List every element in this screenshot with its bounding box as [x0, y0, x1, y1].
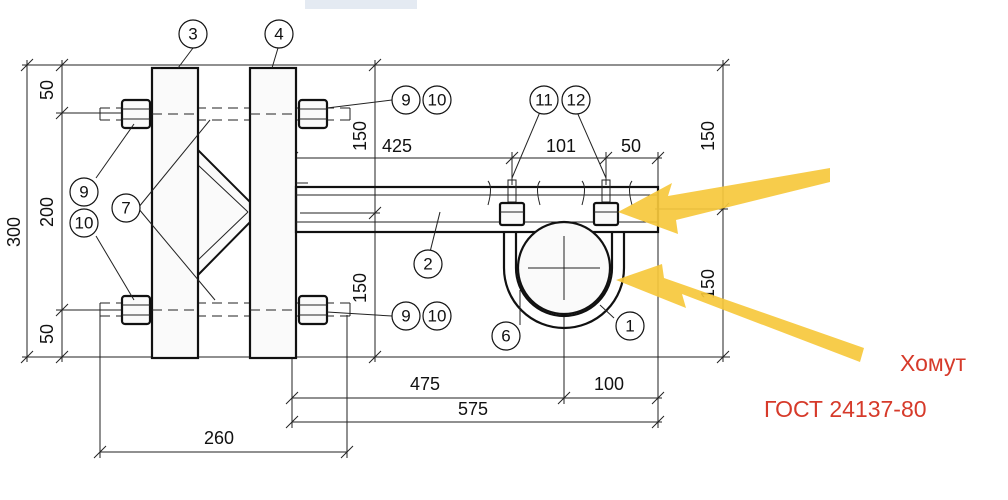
dimension-lines [20, 58, 730, 459]
dim-260: 260 [204, 428, 234, 448]
callout-9-left: 9 [79, 183, 88, 202]
dim-150-lower: 150 [350, 273, 370, 303]
callout-10-bottom: 10 [428, 307, 447, 326]
callout-7: 7 [121, 199, 130, 218]
callout-2: 2 [423, 255, 432, 274]
dim-50-bottom: 50 [37, 324, 57, 344]
highlight-arrows [616, 168, 864, 362]
callout-9-top: 9 [401, 91, 410, 110]
callouts: 3 4 9 10 9 10 9 10 7 2 6 1 11 12 [69, 19, 645, 351]
dim-100: 100 [594, 374, 624, 394]
callout-9-bottom: 9 [401, 307, 410, 326]
dim-300: 300 [4, 217, 24, 247]
callout-12: 12 [567, 91, 586, 110]
annotation-title: Хомут [900, 350, 966, 376]
annotation-standard: ГОСТ 24137-80 [764, 396, 927, 422]
dim-101: 101 [546, 136, 576, 156]
dim-475: 475 [410, 374, 440, 394]
dim-150-upper: 150 [350, 121, 370, 151]
callout-6: 6 [501, 327, 510, 346]
arrow-lower [616, 264, 864, 362]
callout-3: 3 [188, 25, 197, 44]
callout-1: 1 [625, 317, 634, 336]
callout-4: 4 [274, 25, 283, 44]
plates [150, 66, 298, 360]
arrow-upper [618, 168, 830, 234]
leader-lines [95, 47, 615, 325]
dim-575: 575 [458, 399, 488, 419]
dim-50-right: 50 [621, 136, 641, 156]
u-bolt-bolts [487, 179, 633, 227]
dim-200: 200 [37, 197, 57, 227]
dimension-labels: 300 200 50 50 150 150 425 101 50 150 150… [4, 80, 718, 448]
header-strip [305, 0, 417, 9]
dim-150-right-lower: 150 [698, 269, 718, 299]
dim-425: 425 [382, 136, 412, 156]
nuts [120, 98, 329, 326]
dim-150-right-upper: 150 [698, 121, 718, 151]
pipe-clamp [502, 220, 626, 330]
callout-10-top: 10 [428, 91, 447, 110]
dim-50-top: 50 [37, 80, 57, 100]
callout-10-left: 10 [75, 214, 94, 233]
callout-11: 11 [535, 91, 553, 110]
